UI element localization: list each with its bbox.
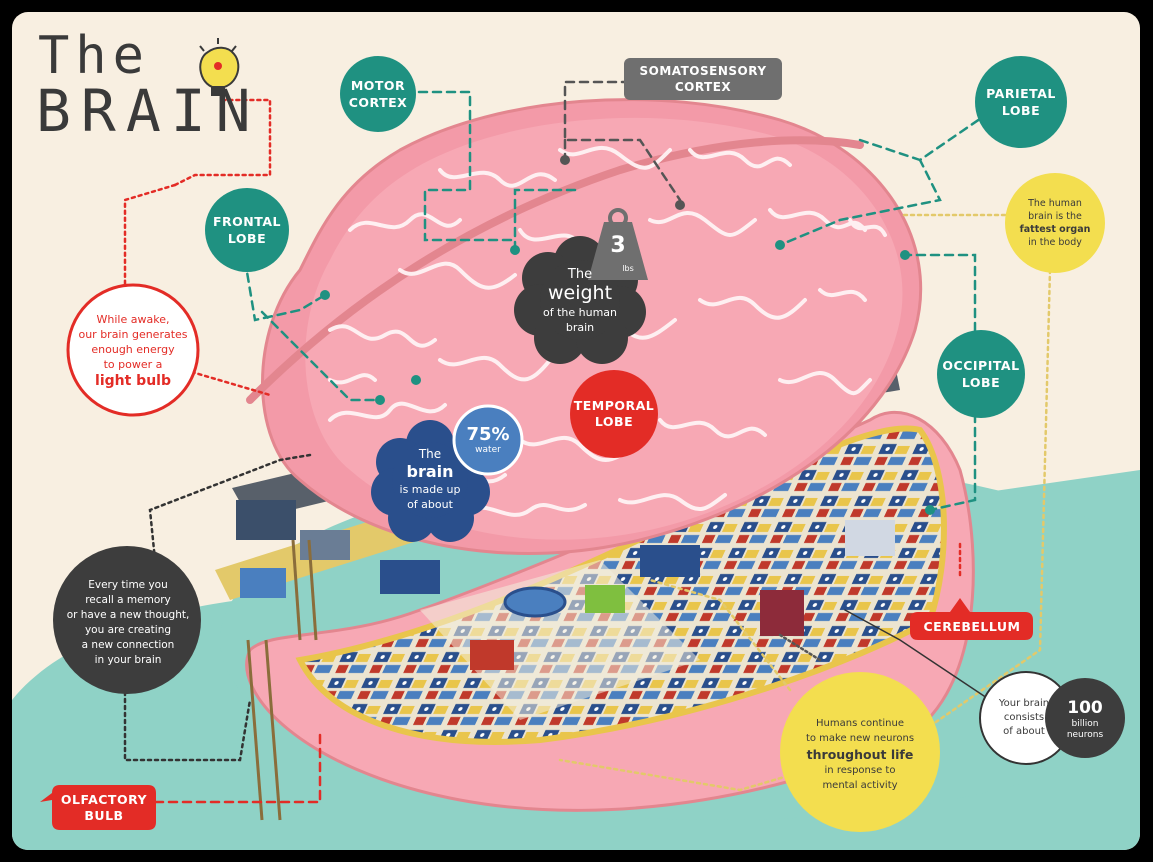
fact-line: in the body — [1028, 237, 1082, 248]
weight-fact: The weight of the human brain — [528, 258, 632, 344]
fact-line: consists — [1003, 712, 1045, 723]
somatosensory-cortex-label-line: SOMATOSENSORY — [639, 64, 767, 78]
olfactory-bulb-label-line: BULB — [84, 807, 124, 823]
fact-line: While awake, — [96, 312, 170, 326]
parietal-lobe-label-line: PARIETAL — [986, 86, 1056, 101]
motor-cortex-label-line: CORTEX — [348, 95, 408, 110]
cerebellum-label-line: CEREBELLUM — [923, 618, 1021, 634]
weight-value: 3 — [610, 232, 626, 258]
somatosensory-cortex-label-line: CORTEX — [674, 80, 732, 94]
water-percent: 75% — [466, 423, 510, 445]
neurons-count-badge: 100 billion neurons — [1050, 690, 1120, 748]
light-bulb-icon — [199, 38, 240, 96]
neurons-count-fact: Your brain consists of about — [984, 690, 1064, 746]
fact-line-highlight: light bulb — [95, 372, 171, 389]
fact-line: The human — [1028, 198, 1082, 209]
fact-line: brain is the — [1028, 211, 1082, 222]
water-percent-badge: 75% water — [456, 412, 520, 468]
fact-line: to power a — [103, 357, 163, 371]
occipital-lobe-label-line: OCCIPITAL — [942, 358, 1020, 373]
fact-line: of the human — [542, 306, 618, 319]
fact-line: enough energy — [91, 342, 175, 356]
title-line-1: The — [38, 26, 150, 86]
fact-line: recall a memory — [85, 594, 171, 606]
neurons-life-fact: Humans continue to make new neurons thro… — [790, 704, 930, 804]
temporal-lobe-label: TEMPORAL LOBE — [570, 370, 658, 458]
title-line-2: BRAIN — [36, 77, 261, 145]
motor-cortex-label: MOTOR CORTEX — [340, 56, 416, 132]
weight-unit: lbs — [622, 263, 634, 273]
fact-line: is made up — [399, 482, 461, 496]
frontal-lobe-label-line: FRONTAL — [213, 214, 281, 229]
fact-line-highlight: throughout life — [806, 746, 914, 762]
neurons-count-value: 100 — [1067, 697, 1103, 718]
parietal-lobe-label: PARIETAL LOBE — [975, 56, 1067, 148]
fact-line: mental activity — [822, 779, 898, 791]
fact-line: you are creating — [84, 624, 172, 636]
cerebellum-label: CEREBELLUM — [912, 612, 1032, 640]
light-bulb-fact: While awake, our brain generates enough … — [72, 290, 194, 412]
fact-line: of about — [407, 497, 453, 511]
parietal-lobe-label-line: LOBE — [1001, 103, 1041, 118]
neurons-count-unit: billion — [1071, 718, 1099, 729]
fact-line: our brain generates — [78, 327, 188, 341]
fact-line-highlight: weight — [547, 282, 613, 304]
fact-line: Humans continue — [816, 717, 904, 729]
occipital-lobe-label-line: LOBE — [961, 375, 1001, 390]
water-fact: The brain is made up of about — [380, 438, 480, 520]
fact-line: Your brain — [998, 698, 1050, 709]
fact-line: Every time you — [88, 579, 168, 591]
olfactory-bulb-label: OLFACTORY BULB — [52, 785, 156, 830]
fact-line: The — [567, 267, 593, 282]
fact-line: in response to — [824, 764, 896, 776]
motor-cortex-label-line: MOTOR — [350, 78, 406, 93]
occipital-lobe-label: OCCIPITAL LOBE — [937, 330, 1025, 418]
fact-line: to make new neurons — [805, 732, 915, 744]
fact-line: a new connection — [81, 639, 175, 651]
fact-line-highlight: fattest organ — [1019, 224, 1091, 235]
olfactory-bulb-label-line: OLFACTORY — [60, 791, 148, 807]
fact-line: The — [418, 446, 442, 461]
temporal-lobe-label-line: TEMPORAL — [573, 398, 655, 413]
frontal-lobe-label-line: LOBE — [227, 231, 267, 246]
memory-fact: Every time you recall a memory or have a… — [58, 568, 198, 678]
temporal-lobe-label-line: LOBE — [594, 414, 634, 429]
fact-line: in your brain — [94, 654, 162, 666]
fact-line-highlight: brain — [406, 461, 454, 481]
weight-icon — [588, 208, 648, 280]
fattest-organ-fact: The human brain is the fattest organ in … — [1008, 180, 1102, 266]
fact-line: of about — [1003, 726, 1045, 737]
fact-line: brain — [565, 321, 595, 334]
somatosensory-cortex-label: SOMATOSENSORY CORTEX — [624, 58, 782, 100]
frontal-lobe-label: FRONTAL LOBE — [205, 188, 289, 272]
water-unit: water — [475, 444, 501, 455]
neurons-count-unit: neurons — [1066, 729, 1104, 740]
fact-line: or have a new thought, — [66, 609, 190, 621]
